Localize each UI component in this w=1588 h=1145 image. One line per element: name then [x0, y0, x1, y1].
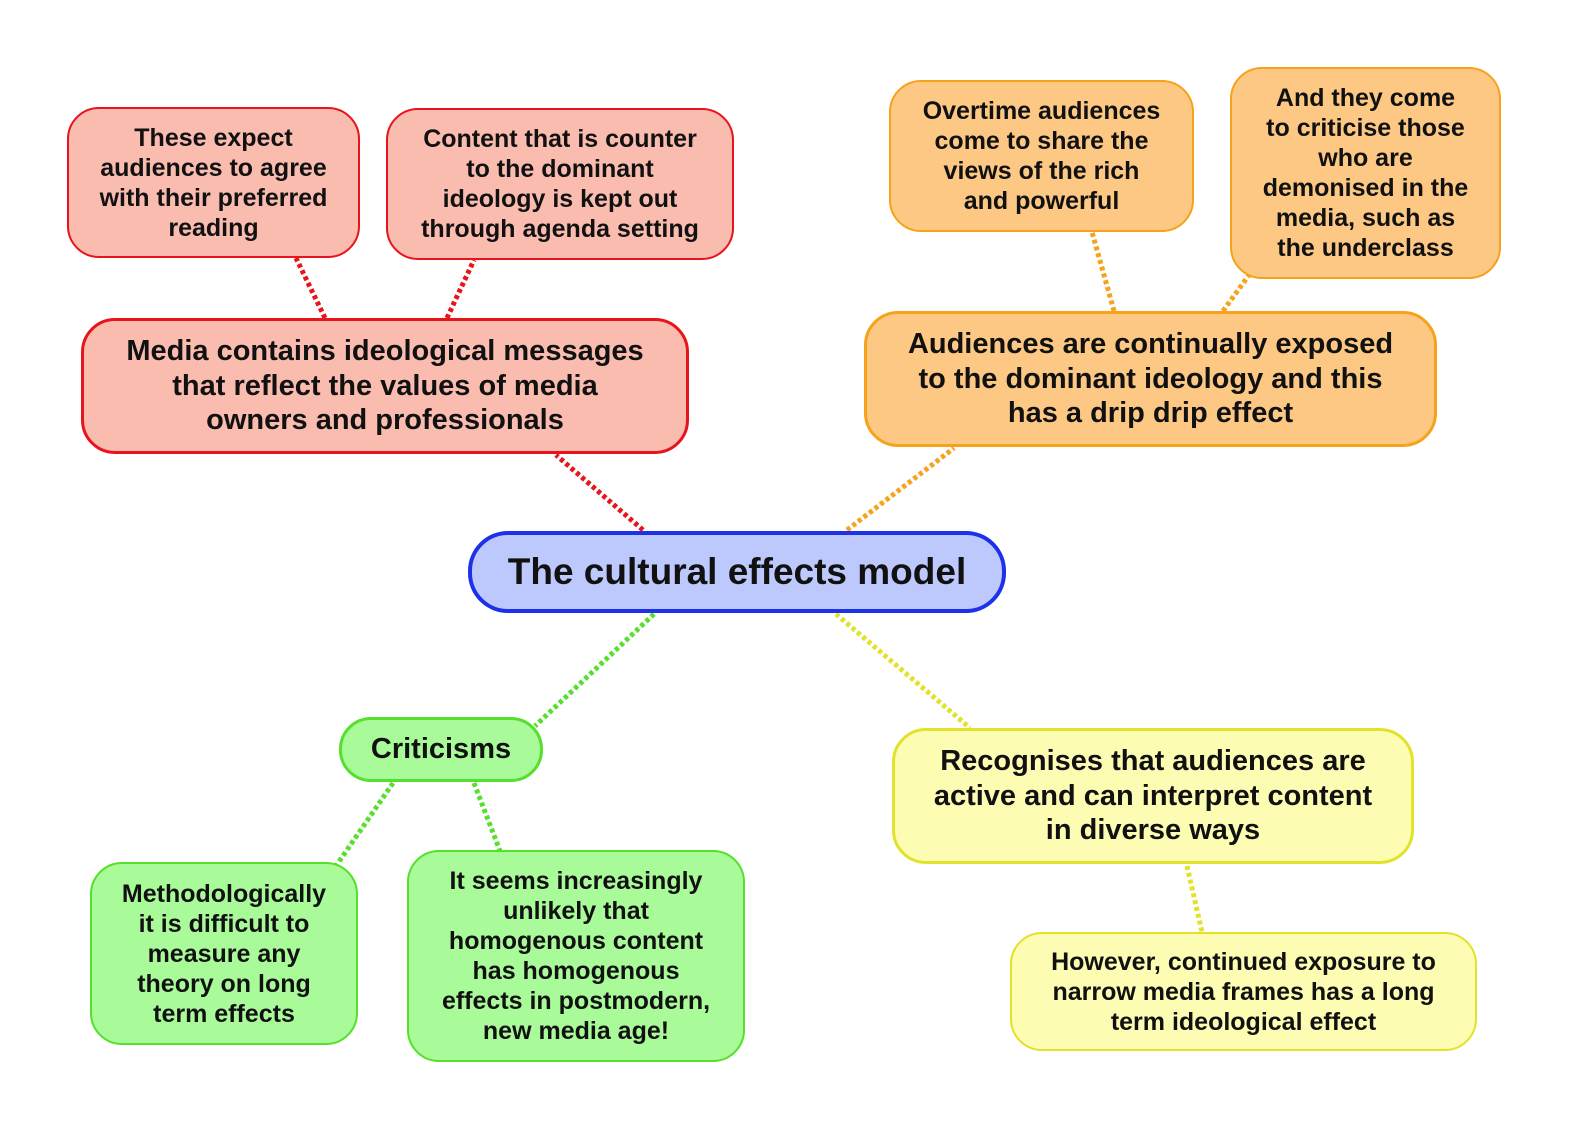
green-main-node: Criticisms	[339, 717, 543, 782]
connector-red-child-2	[444, 258, 477, 320]
connector-green-child-2	[471, 782, 503, 852]
connector-center-red	[554, 453, 645, 532]
central-topic-node: The cultural effects model	[468, 531, 1006, 613]
yellow-main-node: Recognises that audiences are active and…	[892, 728, 1414, 864]
connector-orange-child-1	[1089, 231, 1117, 312]
connector-yellow-child-1	[1184, 865, 1205, 933]
green-child-node-2: It seems increasingly unlikely that homo…	[407, 850, 745, 1062]
orange-child-node-1: Overtime audiences come to share the vie…	[889, 80, 1194, 232]
orange-child-node-2: And they come to criticise those who are…	[1230, 67, 1501, 279]
connector-orange-child-2	[1220, 273, 1252, 313]
orange-main-node: Audiences are continually exposed to the…	[864, 311, 1437, 447]
red-child-node-1: These expect audiences to agree with the…	[67, 107, 360, 258]
red-child-node-2: Content that is counter to the dominant …	[386, 108, 734, 260]
connector-center-yellow	[834, 612, 972, 730]
yellow-child-node-1: However, continued exposure to narrow me…	[1010, 932, 1477, 1051]
connector-red-child-1	[293, 256, 328, 320]
connector-center-green	[533, 612, 656, 728]
connector-green-child-1	[333, 781, 396, 868]
red-main-node: Media contains ideological messages that…	[81, 318, 689, 454]
green-child-node-1: Methodologically it is difficult to meas…	[90, 862, 358, 1045]
connector-center-orange	[845, 446, 956, 532]
